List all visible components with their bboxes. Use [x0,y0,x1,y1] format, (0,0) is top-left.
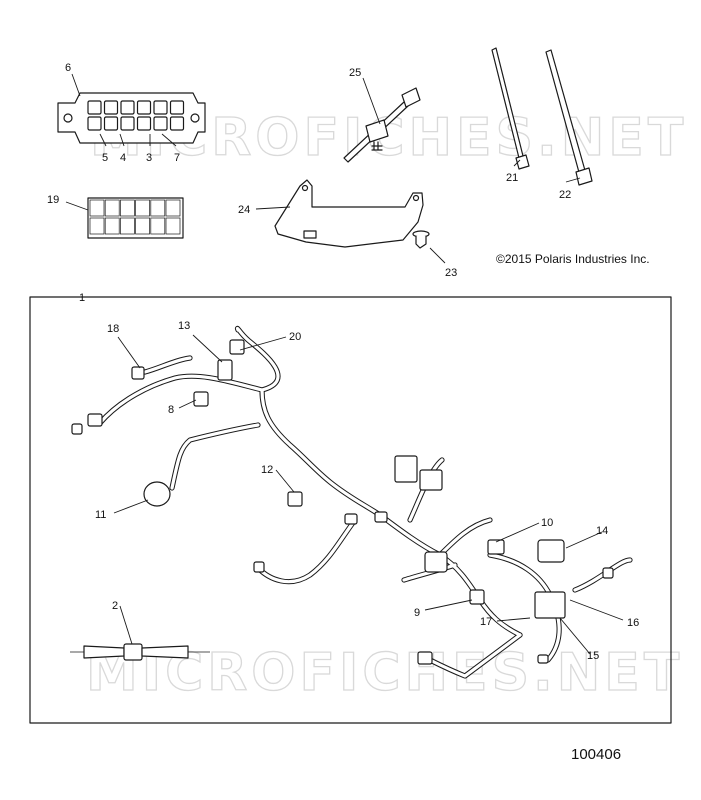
callout-13: 13 [178,320,190,332]
callout-4: 4 [120,152,126,164]
callout-19: 19 [47,194,59,206]
connector-10 [487,539,505,555]
connector-9 [469,589,485,605]
copyright-notice: ©2015 Polaris Industries Inc. [496,252,650,266]
callout-5: 5 [102,152,108,164]
callout-14: 14 [596,525,608,537]
decal-cell [89,199,105,217]
decal-cell [165,217,181,235]
callouts: 6 5 4 3 7 19 25 21 22 24 23 1 18 13 20 8… [47,62,639,662]
callout-12: 12 [261,464,273,476]
fuse-slot [87,100,102,115]
decal-cell [104,199,120,217]
decal-cell [135,217,150,235]
callout-25: 25 [349,67,361,79]
decal-cell [150,217,166,235]
jumper-harness [70,643,210,661]
decal-cell [135,199,150,217]
bracket [274,179,424,248]
callout-8: 8 [168,404,174,416]
fuse-relay-box [57,92,206,144]
fuse-slot [120,100,135,115]
callout-24: 24 [238,204,250,216]
callout-1: 1 [79,292,85,304]
cable-tie-small [491,47,530,170]
fuse-slot [153,100,168,115]
callout-16: 16 [627,617,639,629]
label-decal [87,197,184,239]
connector-13 [217,359,233,381]
cable-tie-large [545,49,593,186]
fuse-slot [87,116,102,131]
callout-21: 21 [506,172,518,184]
fuse-slot [136,116,152,131]
connector-11 [143,481,171,507]
fuse-slot [103,116,119,131]
callout-7: 7 [174,152,180,164]
connector-8 [193,391,209,407]
callout-6: 6 [65,62,71,74]
callout-22: 22 [559,189,571,201]
decal-cell [89,217,105,235]
callout-10: 10 [541,517,553,529]
fuse-slot [136,100,152,115]
decal-cell [120,217,135,235]
callout-17: 17 [480,616,492,628]
fuse-slot [153,116,168,131]
decal-cell [120,199,135,217]
fuse-block-16 [534,591,566,619]
connector-12 [287,491,303,507]
callout-2: 2 [112,600,118,612]
callout-18: 18 [107,323,119,335]
decal-cell [150,199,166,217]
decal-cell [165,199,181,217]
fuse-slot [169,116,185,131]
connector-14 [537,539,565,563]
decal-cell [104,217,120,235]
callout-11: 11 [95,509,106,521]
callout-23: 23 [445,267,457,279]
connector-20 [229,339,245,355]
decal-cells [89,199,181,235]
wiring-harness [71,325,633,679]
fuse-slots [87,100,185,131]
callout-3: 3 [146,152,152,164]
leader-lines [65,73,624,655]
callout-20: 20 [289,331,301,343]
connector-18 [131,366,145,380]
fuse-slot [120,116,135,131]
callout-9: 9 [414,607,420,619]
callout-15: 15 [587,650,599,662]
push-rivet [412,230,430,249]
cable-tie-push-mount [343,87,421,163]
diagram-reference-number: 100406 [571,746,621,763]
fuse-slot [103,100,119,115]
fuse-slot [169,100,185,115]
